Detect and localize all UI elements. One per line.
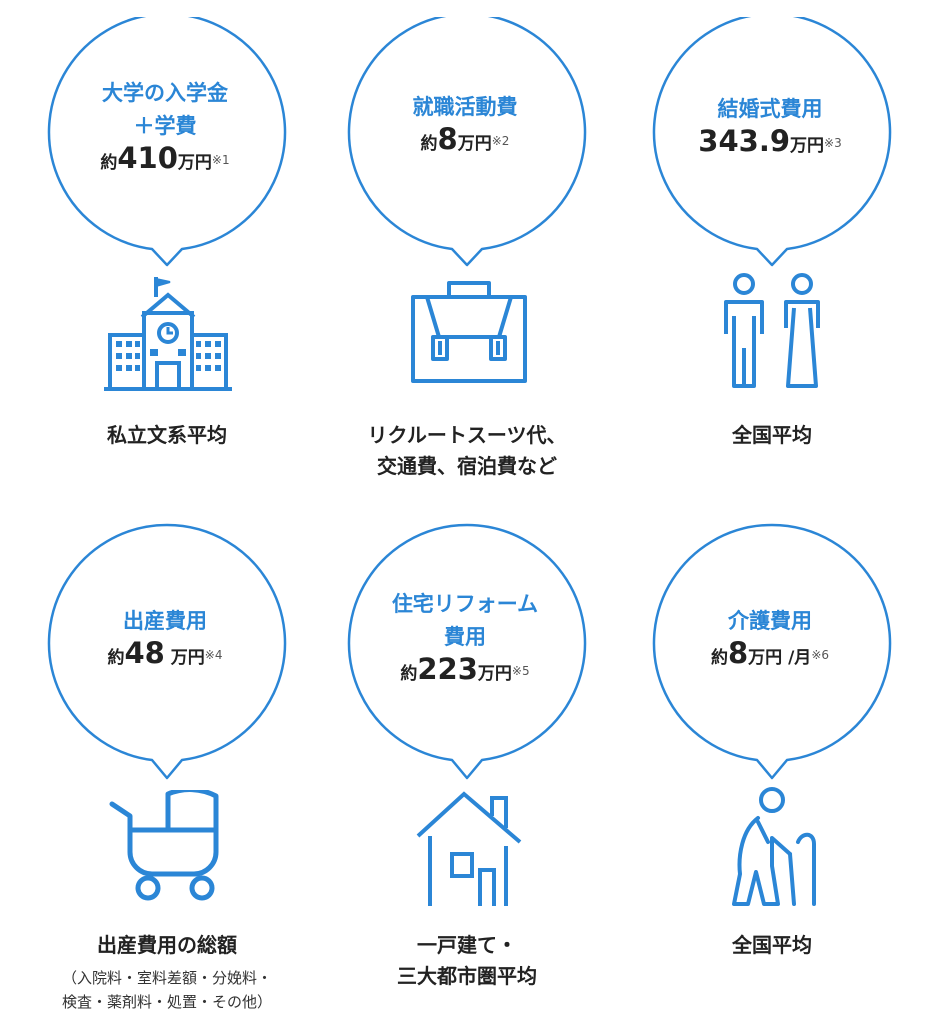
- item-sublabel: （入院料・室料差額・分娩料・検査・薬剤料・処置・その他）: [61, 969, 272, 1011]
- item-title: 住宅リフォーム費用: [391, 592, 539, 649]
- couple-icon: [724, 273, 820, 388]
- stroller-icon: [109, 790, 219, 901]
- item-amount: 約410万円※1: [100, 141, 230, 175]
- item-title: 結婚式費用: [717, 97, 823, 121]
- speech-bubble: [347, 523, 587, 780]
- speech-bubble: [652, 523, 892, 780]
- house-icon: [416, 791, 522, 906]
- speech-bubble: [347, 17, 587, 267]
- item-amount: 約223万円※5: [400, 652, 530, 686]
- item-title: 出産費用: [123, 609, 207, 633]
- speech-bubble: [47, 17, 287, 267]
- item-title: 介護費用: [728, 609, 812, 633]
- item-amount: 約48 万円※4: [107, 636, 223, 670]
- speech-bubble: [47, 523, 287, 780]
- item-label: 私立文系平均: [107, 423, 227, 447]
- briefcase-icon: [411, 281, 527, 383]
- item-label: 一戸建て・三大都市圏平均: [397, 933, 537, 988]
- item-label: 出産費用の総額: [97, 933, 237, 957]
- item-amount: 約8万円※2: [420, 122, 510, 156]
- item-amount: 約8万円 /月※6: [710, 636, 830, 670]
- elderly-icon: [732, 787, 816, 906]
- item-label: 全国平均: [732, 423, 812, 447]
- speech-bubble: [652, 17, 892, 267]
- item-title: 就職活動費: [412, 95, 518, 119]
- item-title: 大学の入学金＋学費: [102, 81, 228, 138]
- item-amount: 343.9万円※3: [698, 124, 842, 158]
- school-icon: [104, 277, 232, 391]
- item-label: 全国平均: [732, 933, 812, 957]
- item-label: リクルートスーツ代、交通費、宿泊費など: [367, 423, 567, 478]
